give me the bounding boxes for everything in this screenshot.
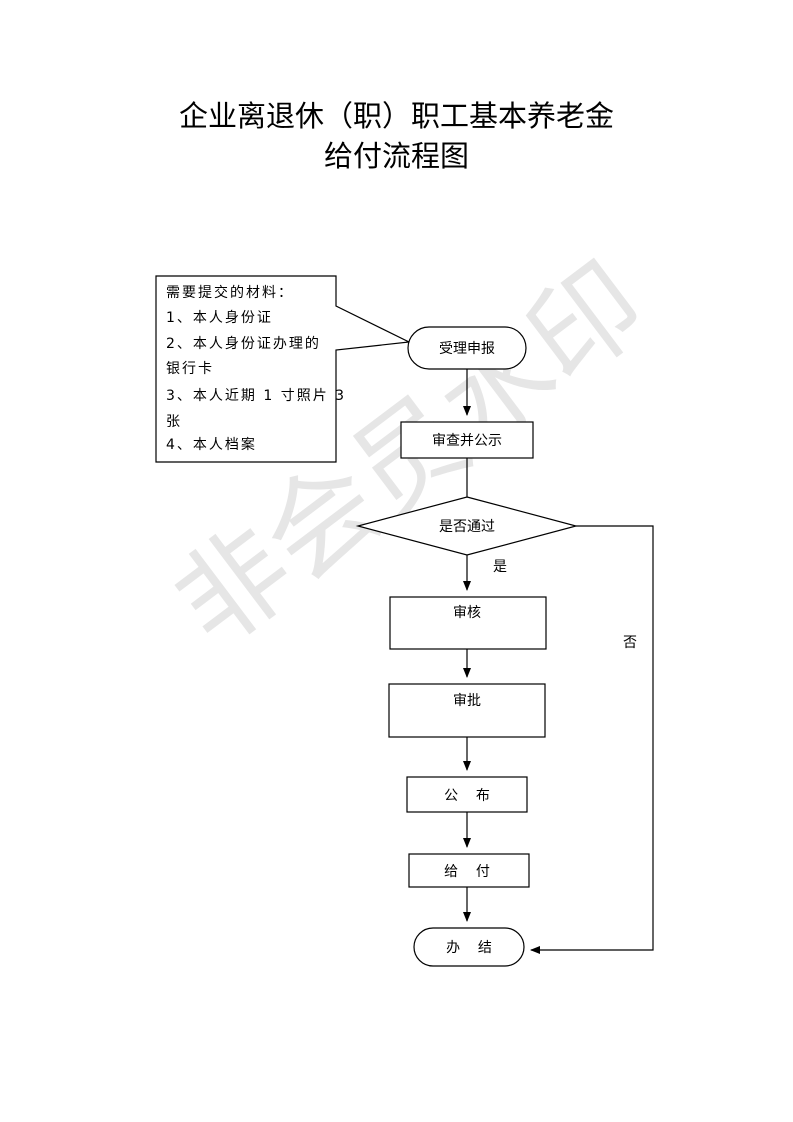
materials-item: 2、本人身份证办理的 xyxy=(166,336,321,352)
node-finish xyxy=(413,927,525,967)
node-approve xyxy=(388,683,546,738)
edge-label-no: 否 xyxy=(623,635,637,651)
page-title: 企业离退休（职）职工基本养老金 xyxy=(178,99,614,133)
materials-item: 张 xyxy=(166,414,182,430)
node-announce-label: 公 布 xyxy=(444,788,490,804)
materials-item: 银行卡 xyxy=(166,361,214,377)
node-accept-label: 受理申报 xyxy=(439,341,495,357)
node-pay-label: 给 付 xyxy=(444,864,490,880)
materials-item: 4、本人档案 xyxy=(166,437,257,453)
node-finish-label: 办 结 xyxy=(446,940,492,956)
edge-decision-finish-no xyxy=(530,525,654,954)
node-audit xyxy=(389,596,547,650)
materials-item: 1、本人身份证 xyxy=(166,310,273,326)
materials-heading: 需要提交的材料： xyxy=(166,285,294,301)
node-decision-label: 是否通过 xyxy=(439,519,495,535)
node-audit-label: 审核 xyxy=(453,605,481,621)
materials-item: 3、本人近期 1 寸照片 3 xyxy=(166,388,347,404)
materials-callout xyxy=(155,275,412,463)
node-approve-label: 审批 xyxy=(453,693,481,709)
node-review-publish-label: 审查并公示 xyxy=(432,433,502,449)
page-subtitle: 给付流程图 xyxy=(323,139,469,173)
edge-label-yes: 是 xyxy=(493,559,507,575)
node-pay xyxy=(408,853,530,888)
node-announce xyxy=(406,776,528,813)
